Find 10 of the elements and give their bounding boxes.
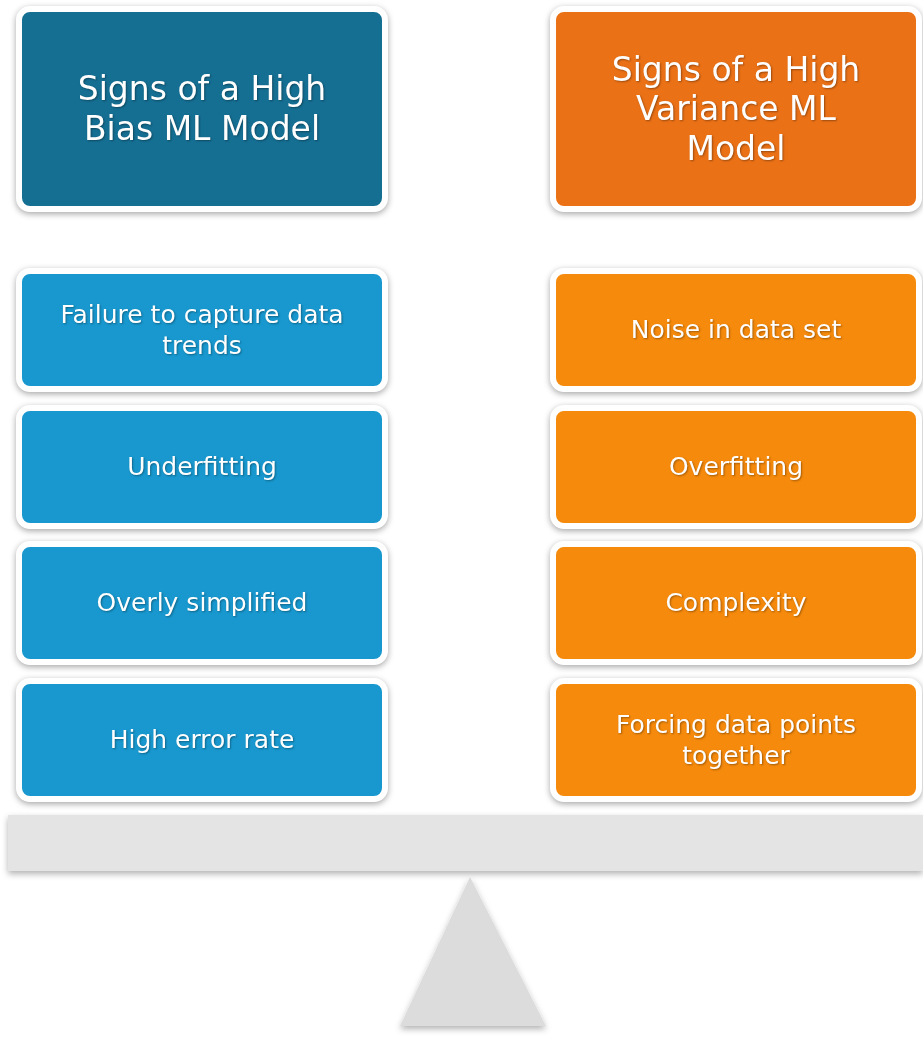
item-text: Forcing data points together [615,708,857,772]
item-text: High error rate [109,724,295,756]
item-text: Failure to capture data trends [59,298,345,362]
item-text: Underfitting [127,451,277,483]
header-text: Signs of a High Variance ML Model [610,49,862,169]
item-text: Noise in data set [630,314,842,346]
item-text: Overly simplified [96,587,308,619]
header-text: Signs of a High Bias ML Model [76,69,328,149]
item-text: Complexity [665,587,807,619]
item-text: Overfitting [668,451,804,483]
